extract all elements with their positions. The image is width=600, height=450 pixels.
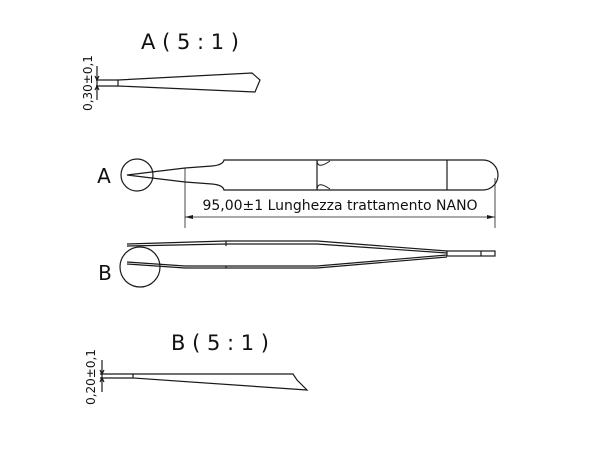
label-b: B xyxy=(98,261,112,285)
detail-a-marker-circle xyxy=(120,158,154,192)
detail-b-title: B ( 5 : 1 ) xyxy=(171,331,269,355)
detail-b-tip-shape xyxy=(132,373,309,391)
detail-a-arrows xyxy=(94,75,100,91)
detail-b-dimension: 0,20±0,1 xyxy=(84,349,98,405)
label-a: A xyxy=(97,164,111,188)
tweezer-side-upper-arm xyxy=(126,240,448,254)
detail-b: B ( 5 : 1 ) 0,20±0,1 xyxy=(84,331,309,405)
detail-b-marker-circle xyxy=(119,246,161,288)
length-dimension: 95,00±1 Lunghezza trattamento NANO xyxy=(202,198,477,214)
tweezer-top-outline xyxy=(126,159,499,191)
tweezer-side-end xyxy=(446,250,496,257)
detail-a-tip-shape xyxy=(117,72,261,93)
detail-a-title: A ( 5 : 1 ) xyxy=(141,30,239,54)
main-view-side: B xyxy=(98,240,496,288)
tweezer-side-lower-arm xyxy=(126,254,448,269)
main-view-top: A 95,00±1 Lunghezza trattamento NANO xyxy=(97,158,499,228)
detail-a-dimension: 0,30±0,1 xyxy=(81,55,95,111)
detail-a: A ( 5 : 1 ) 0,30±0,1 xyxy=(81,30,261,111)
detail-b-arrows xyxy=(99,369,105,383)
